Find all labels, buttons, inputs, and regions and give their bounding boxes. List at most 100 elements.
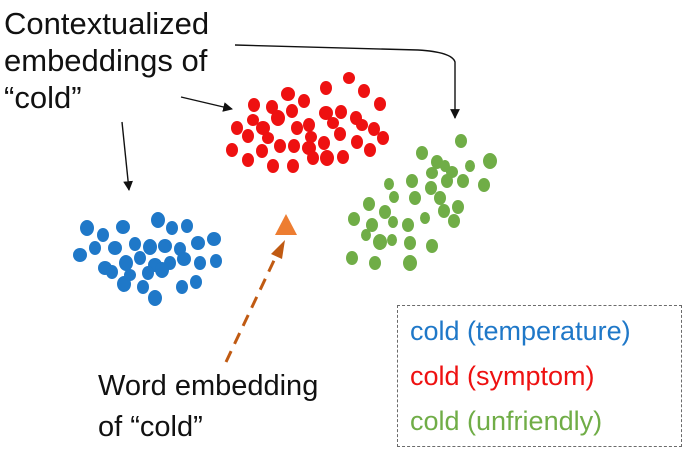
dot-cold-temperature (177, 252, 191, 266)
dot-cold-unfriendly (452, 200, 464, 214)
arrow-to-red-cluster (180, 96, 233, 112)
dot-cold-symptom (267, 159, 279, 173)
dot-cold-temperature (148, 290, 162, 306)
dot-cold-unfriendly (373, 234, 387, 250)
dot-cold-symptom (334, 127, 346, 141)
dot-cold-symptom (281, 87, 295, 101)
dot-cold-temperature (190, 275, 202, 289)
dot-cold-unfriendly (346, 251, 358, 265)
dot-cold-temperature (142, 266, 154, 280)
dot-cold-unfriendly (440, 160, 450, 172)
dot-cold-symptom (358, 84, 370, 98)
dot-cold-symptom (226, 143, 238, 157)
dot-cold-temperature (137, 280, 149, 294)
arrow-to-green-cluster (234, 44, 460, 119)
dot-cold-symptom (287, 159, 299, 173)
dot-cold-symptom (327, 117, 339, 129)
title-line-3: “cold” (4, 80, 82, 115)
arrowhead-word-embedding (271, 240, 285, 259)
dot-cold-symptom (286, 104, 298, 118)
dot-cold-temperature (143, 239, 157, 255)
dot-cold-symptom (320, 150, 334, 166)
dot-cold-temperature (73, 248, 87, 262)
dot-cold-symptom (319, 106, 333, 120)
dot-cold-unfriendly (455, 134, 467, 148)
dot-cold-unfriendly (379, 205, 391, 219)
dot-cold-symptom (266, 100, 278, 114)
cluster-cold-unfriendly (346, 134, 497, 271)
dot-cold-unfriendly (431, 155, 443, 169)
dot-cold-symptom (248, 98, 260, 112)
legend-item-temperature: cold (temperature) (410, 316, 631, 346)
dot-cold-symptom (364, 143, 376, 157)
dot-cold-temperature (155, 262, 169, 278)
dot-cold-temperature (166, 221, 178, 235)
dot-cold-unfriendly (402, 218, 414, 232)
dot-cold-symptom (303, 118, 315, 132)
dot-cold-temperature (80, 220, 94, 236)
dot-cold-symptom (256, 121, 270, 135)
dot-cold-temperature (181, 219, 193, 233)
dot-cold-temperature (129, 237, 141, 251)
dot-cold-unfriendly (387, 234, 397, 246)
dot-cold-temperature (176, 280, 188, 294)
dot-cold-temperature (116, 220, 130, 234)
word-embedding-label-line-1: Word embedding (98, 370, 319, 402)
dot-cold-symptom (288, 139, 300, 153)
arrow-to-blue-cluster (121, 121, 133, 191)
word-embedding-label-line-2: of “cold” (98, 411, 203, 443)
title-line-2: embeddings of (4, 43, 208, 78)
dot-cold-unfriendly (384, 178, 394, 190)
dot-cold-unfriendly (420, 212, 430, 224)
dot-cold-symptom (271, 110, 285, 126)
dot-cold-symptom (262, 132, 274, 144)
dot-cold-symptom (374, 97, 386, 111)
dot-cold-unfriendly (457, 174, 469, 188)
dot-cold-temperature (106, 265, 118, 279)
dot-cold-unfriendly (465, 160, 475, 172)
dot-cold-symptom (247, 114, 259, 126)
dot-cold-symptom (356, 119, 368, 131)
dot-cold-unfriendly (348, 212, 360, 226)
dot-cold-symptom (307, 151, 319, 165)
dot-cold-unfriendly (426, 167, 438, 179)
dot-cold-temperature (124, 269, 136, 281)
legend-item-symptom: cold (symptom) (410, 361, 595, 391)
dot-cold-temperature (151, 212, 165, 228)
dot-cold-unfriendly (361, 229, 371, 241)
dot-cold-symptom (305, 131, 317, 143)
dot-cold-unfriendly (363, 197, 375, 211)
dot-cold-unfriendly (404, 236, 416, 250)
dot-cold-unfriendly (434, 191, 446, 205)
cluster-cold-temperature (73, 212, 222, 306)
dot-cold-symptom (337, 150, 349, 164)
dot-cold-unfriendly (366, 218, 378, 232)
dot-cold-unfriendly (426, 239, 438, 253)
dashed-arrow-word-embedding (224, 251, 280, 363)
dot-cold-unfriendly (388, 216, 398, 228)
triangle-icon (275, 214, 297, 235)
dot-cold-temperature (210, 254, 222, 268)
dot-cold-unfriendly (406, 174, 418, 188)
dot-cold-temperature (194, 256, 206, 270)
title-line-1: Contextualized (4, 6, 210, 41)
dot-cold-unfriendly (483, 153, 497, 169)
dot-cold-unfriendly (448, 214, 460, 228)
legend-box: cold (temperature) cold (symptom) cold (… (397, 305, 682, 447)
dot-cold-temperature (207, 232, 221, 246)
dot-cold-temperature (89, 241, 101, 255)
dot-cold-temperature (119, 255, 133, 271)
dot-cold-temperature (158, 239, 172, 253)
dot-cold-symptom (320, 81, 332, 95)
dot-cold-symptom (377, 131, 389, 145)
dot-cold-unfriendly (438, 204, 450, 218)
dot-cold-symptom (242, 129, 254, 143)
dot-cold-unfriendly (403, 255, 417, 271)
dot-cold-unfriendly (389, 191, 399, 203)
dot-cold-symptom (231, 121, 243, 135)
dot-cold-unfriendly (416, 146, 428, 160)
dot-cold-temperature (108, 241, 122, 255)
dot-cold-symptom (274, 139, 286, 153)
